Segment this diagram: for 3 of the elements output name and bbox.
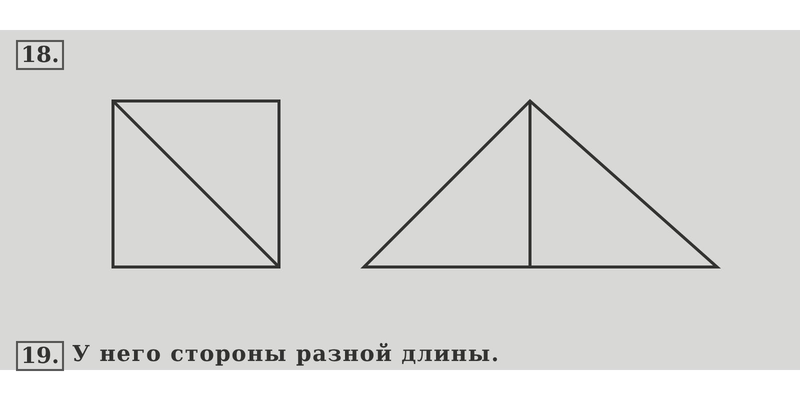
exercise-number: 18. (16, 40, 64, 70)
answer-text: У него стороны разной длины. (72, 341, 500, 367)
exercise-number: 19. (16, 341, 64, 371)
